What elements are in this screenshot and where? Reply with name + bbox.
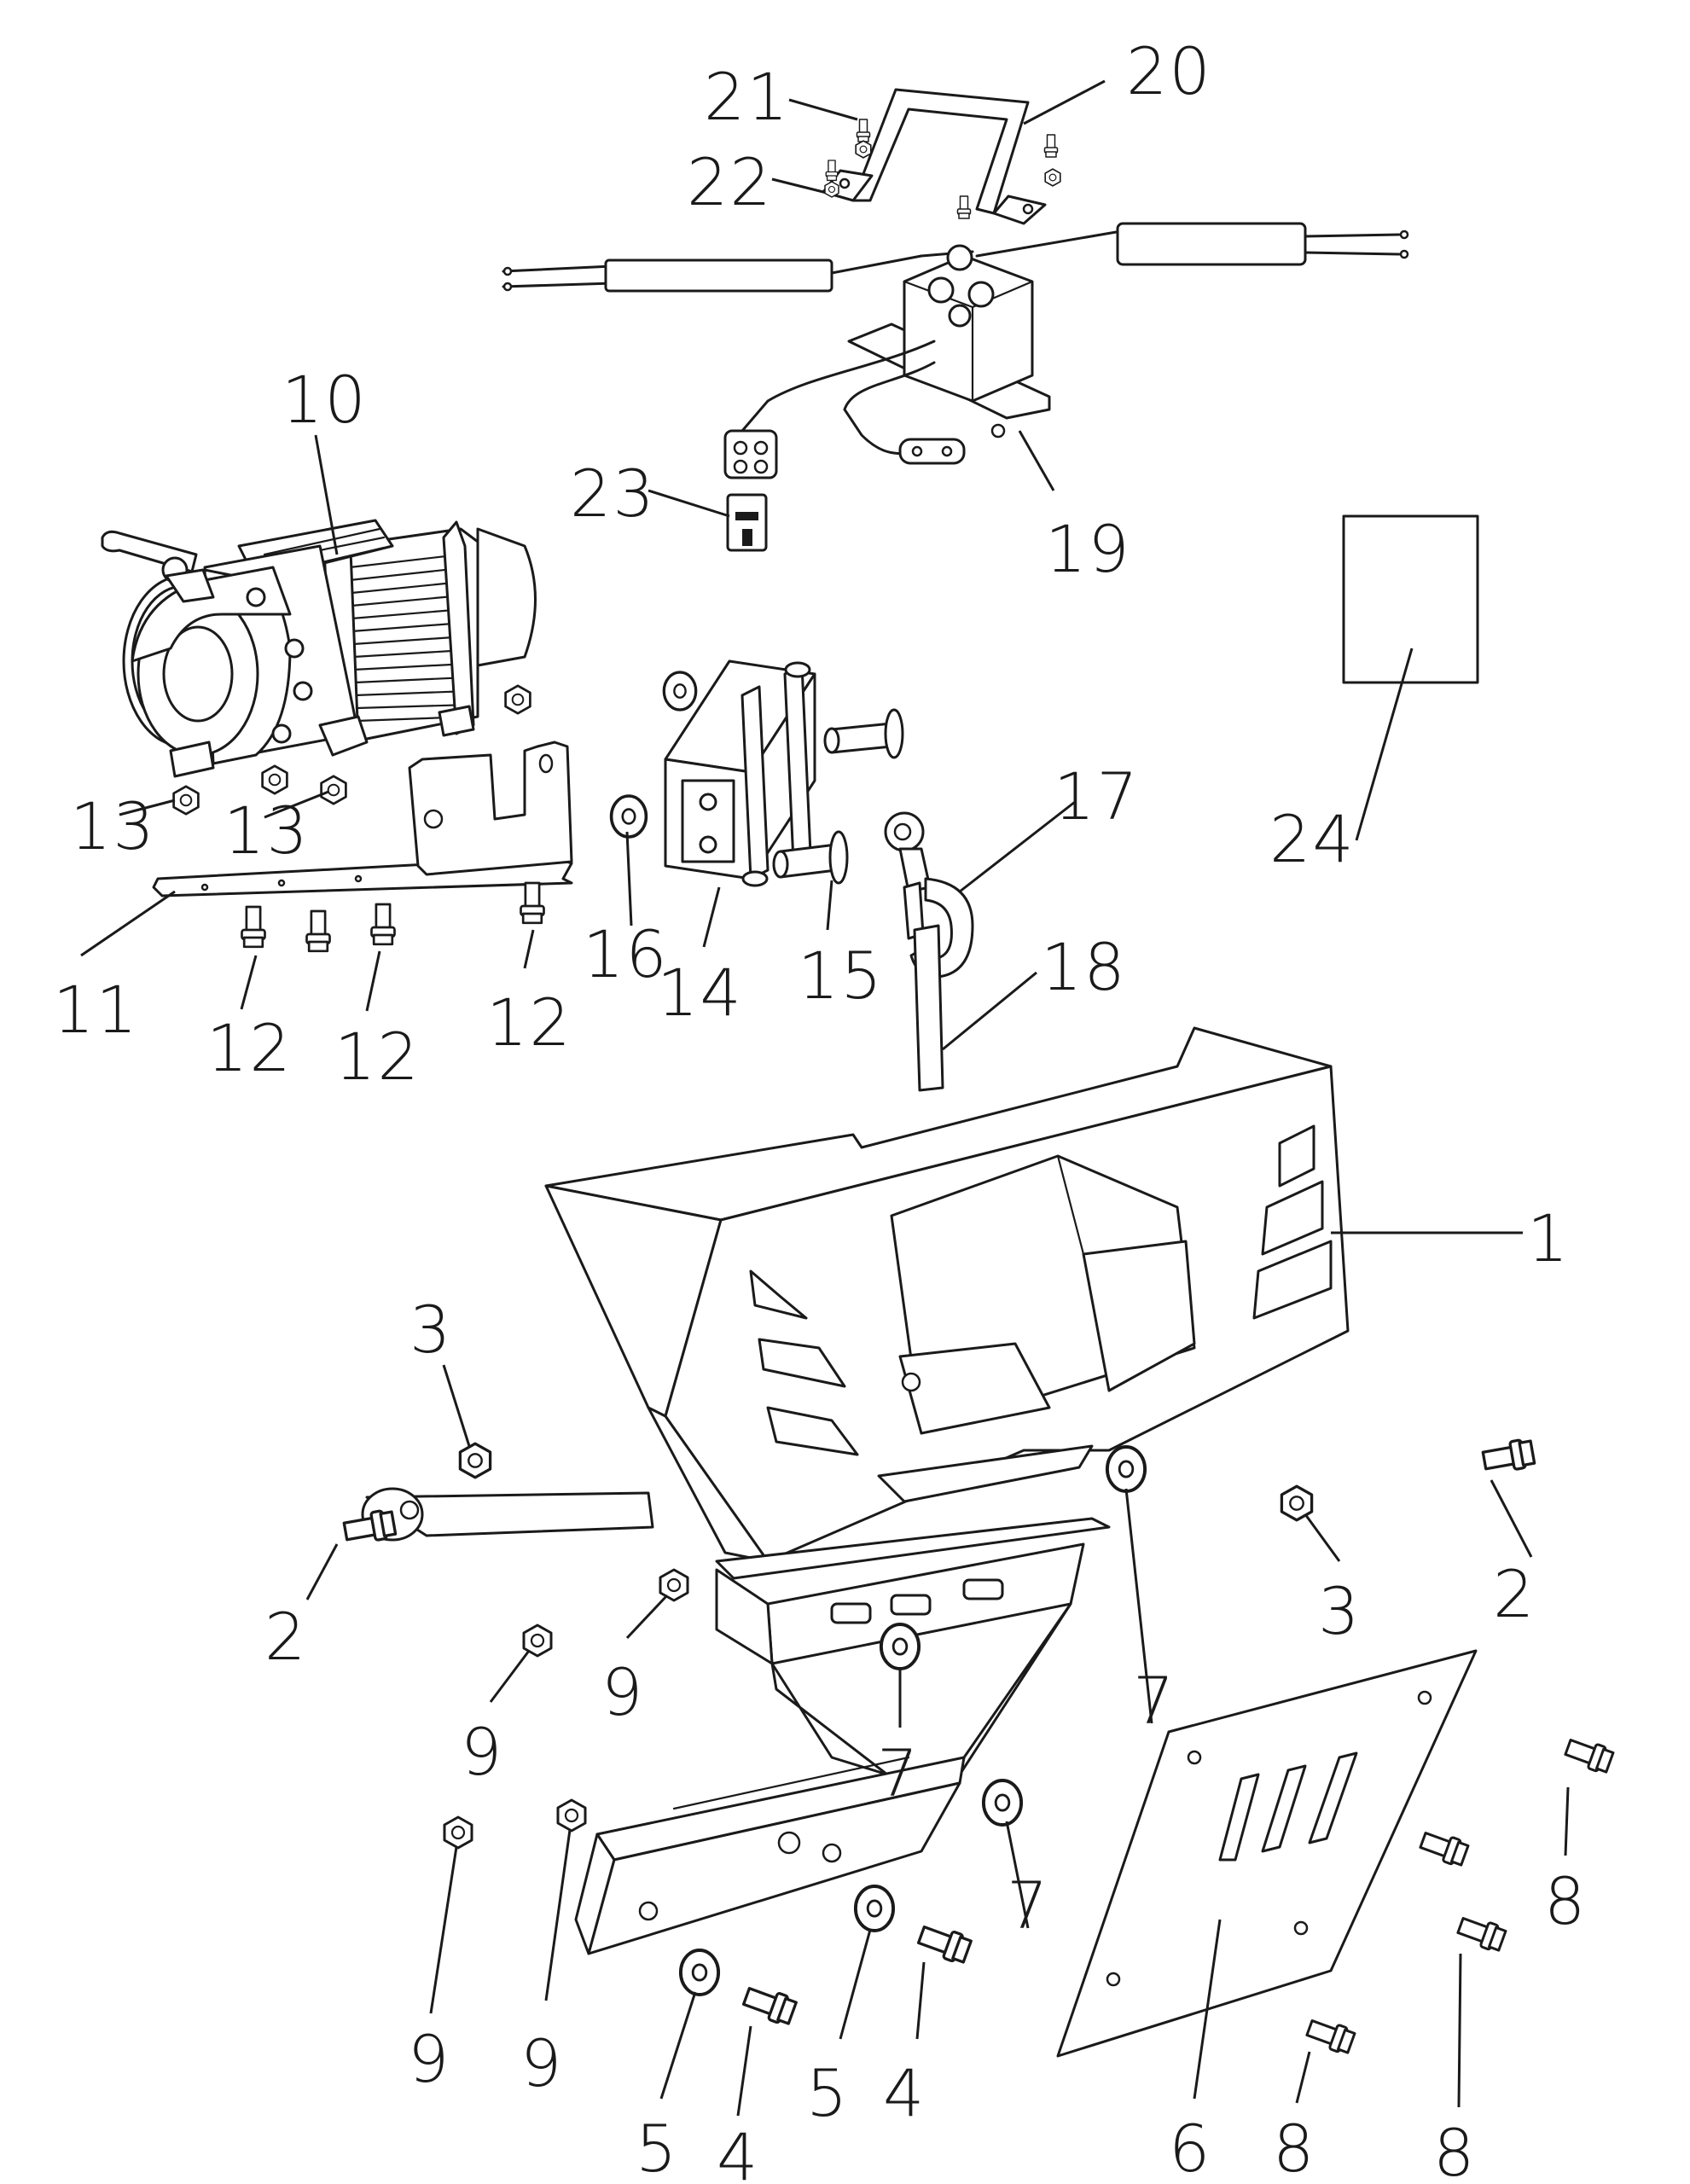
solenoid-mount-bracket	[822, 88, 1047, 225]
callout-9-b: 9	[461, 1714, 503, 1790]
callout-17: 17	[1054, 758, 1140, 834]
fairlead-roller-pins	[772, 708, 904, 885]
callout-3-left: 3	[409, 1292, 452, 1368]
callout-9-c: 9	[408, 2021, 450, 2097]
callout-7-c: 7	[1007, 1867, 1049, 1943]
callout-13-left: 13	[70, 788, 156, 864]
callout-7-a: 7	[877, 1735, 920, 1811]
callout-20: 20	[1126, 33, 1212, 109]
decal-sheet	[1342, 514, 1479, 684]
callout-7-b: 7	[1133, 1663, 1176, 1739]
callout-leader-lines	[80, 79, 1570, 2117]
callout-2-right: 2	[1493, 1556, 1536, 1632]
callout-18: 18	[1041, 929, 1127, 1005]
clutch-lever	[101, 530, 215, 603]
hook-strap-18	[913, 924, 944, 1092]
callout-14: 14	[657, 955, 743, 1031]
callout-15: 15	[798, 938, 884, 1014]
callout-9-a: 9	[601, 1654, 644, 1730]
callout-11: 11	[53, 972, 139, 1048]
callout-10: 10	[282, 362, 368, 438]
callout-labels: 20 21 22 23 19 10 24 13 13 17 16 14 15 1…	[53, 33, 1587, 2184]
contactor-terminal-posts	[927, 244, 995, 328]
callout-12-b: 12	[334, 1019, 421, 1095]
winch-assembly	[101, 519, 537, 778]
callout-9-d: 9	[520, 2025, 563, 2101]
callout-5-a: 5	[806, 2055, 849, 2131]
connector-plug-23	[726, 493, 768, 552]
lower-skid-frame	[574, 1542, 1085, 1955]
callout-4-a: 4	[883, 2055, 926, 2131]
callout-8-c: 8	[1433, 2115, 1476, 2184]
callout-1: 1	[1527, 1200, 1570, 1276]
washer-16	[609, 794, 648, 839]
callout-8-a: 8	[1544, 1863, 1587, 1939]
winch-contactor-assembly	[502, 222, 1409, 479]
callout-2-left: 2	[264, 1599, 307, 1675]
callout-19: 19	[1045, 511, 1131, 587]
callout-6: 6	[1169, 2111, 1211, 2184]
callout-4-b: 4	[717, 2119, 759, 2184]
bumper-vent-slots	[749, 1124, 1333, 1456]
callout-13-right: 13	[224, 793, 310, 868]
callout-3-right: 3	[1318, 1573, 1361, 1649]
plug-connector	[723, 429, 778, 479]
skid-plate-6	[1056, 1649, 1478, 2058]
hawse-fairlead	[664, 659, 816, 887]
callout-5-b: 5	[636, 2111, 678, 2184]
callout-8-b: 8	[1273, 2111, 1315, 2184]
winch-mount-bolts	[241, 881, 545, 953]
callout-12-c: 12	[486, 985, 572, 1060]
callout-23: 23	[570, 456, 656, 531]
callout-21: 21	[704, 59, 790, 135]
callout-16: 16	[583, 916, 669, 992]
winch-mount-plate	[152, 741, 573, 897]
callout-22: 22	[687, 144, 773, 220]
front-bumper-guard	[361, 1026, 1350, 1580]
callout-24: 24	[1269, 801, 1356, 877]
winch-cable-drum	[348, 553, 473, 723]
callout-12-a: 12	[206, 1010, 293, 1086]
